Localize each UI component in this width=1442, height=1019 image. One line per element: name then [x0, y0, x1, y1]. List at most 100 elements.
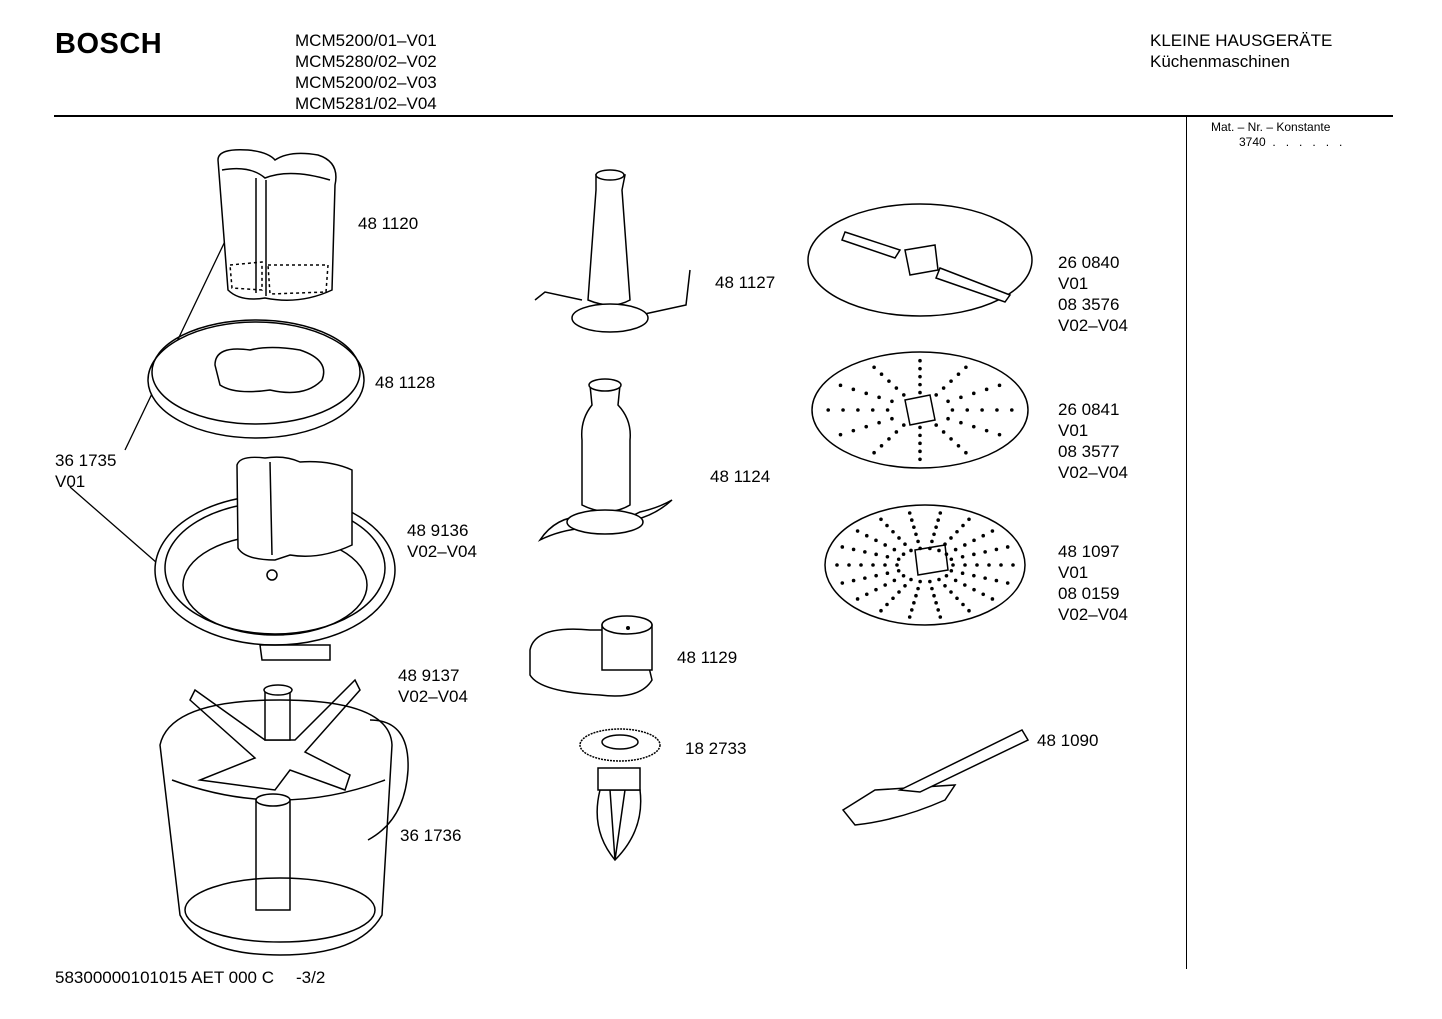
- perforation-dot: [912, 525, 916, 529]
- perforation-dot: [961, 523, 965, 528]
- perforation-dot: [918, 390, 922, 395]
- perforation-dot: [859, 563, 863, 567]
- perforation-dot: [944, 573, 949, 578]
- perforation-dot: [863, 550, 867, 554]
- perforation-dot: [972, 587, 976, 592]
- perforation-dot: [965, 408, 970, 412]
- perforation-dot: [838, 383, 843, 388]
- perforation-dot: [887, 437, 891, 441]
- part-label: 48 1090: [1037, 730, 1098, 751]
- category-block: KLEINE HAUSGERÄTE Küchenmaschinen: [1150, 30, 1332, 72]
- perforation-dot: [990, 529, 995, 533]
- grating-disc-illustration: [824, 504, 1026, 626]
- perforation-dot: [983, 550, 987, 554]
- perforation-dot: [930, 586, 934, 591]
- perforation-dot: [960, 571, 965, 576]
- perforation-dot: [907, 511, 912, 515]
- perforation-dot: [838, 432, 843, 437]
- perforation-dot: [983, 576, 987, 580]
- perforation-dot: [963, 543, 967, 547]
- perforation-dot: [941, 386, 946, 390]
- part-number: 08 0159: [1058, 584, 1120, 603]
- perforation-dot: [907, 615, 912, 619]
- perforation-dot: [943, 542, 947, 547]
- perforation-dot: [949, 536, 953, 540]
- perforation-dot: [894, 430, 899, 434]
- model-number: MCM5280/02–V02: [295, 52, 437, 71]
- perforation-dot: [863, 576, 867, 580]
- perforation-dot: [960, 554, 965, 559]
- perforation-dot: [879, 608, 883, 613]
- part-label: 48 9136 V02–V04: [407, 520, 477, 562]
- perforation-dot: [864, 424, 869, 429]
- perforation-dot: [918, 441, 922, 446]
- perforation-dot: [918, 425, 922, 430]
- perforation-dot: [883, 563, 887, 567]
- part-label: 48 1097 V01 08 0159 V02–V04: [1058, 541, 1128, 625]
- part-label: 48 1128: [375, 372, 435, 393]
- perforation-dot: [936, 608, 940, 612]
- perforation-dot: [903, 542, 907, 547]
- perforation-dot: [955, 529, 959, 534]
- perforation-dot: [879, 372, 884, 377]
- perforation-dot: [918, 374, 922, 379]
- perforation-dot: [909, 577, 913, 582]
- part-label: 48 1129: [677, 647, 737, 668]
- perforation-dot: [897, 590, 901, 594]
- part-label: 48 9137 V02–V04: [398, 665, 468, 707]
- document-number: 58300000101015 AET 000 C: [55, 968, 274, 987]
- perforation-dot: [874, 587, 878, 592]
- model-number: MCM5200/01–V01: [295, 31, 437, 50]
- perforation-dot: [885, 602, 889, 607]
- perforation-dot: [946, 416, 950, 421]
- perforation-dot: [914, 593, 918, 598]
- part-number: 48 1120: [358, 214, 419, 233]
- perforation-dot: [890, 416, 894, 421]
- perforation-dot: [938, 615, 943, 619]
- perforation-dot: [896, 568, 901, 573]
- perforation-dot: [930, 539, 934, 544]
- part-number: 18 2733: [685, 739, 747, 758]
- perforation-dot: [901, 552, 906, 557]
- perforation-dot: [918, 579, 922, 584]
- perforation-dot: [883, 543, 887, 547]
- part-number: 36 1735: [55, 451, 117, 470]
- part-number: 48 1097: [1058, 542, 1120, 561]
- perforation-dot: [936, 518, 940, 522]
- part-variant: V02–V04: [407, 542, 477, 561]
- brand-logo: BOSCH: [55, 28, 163, 60]
- perforation-dot: [918, 382, 922, 387]
- perforation-dot: [1010, 408, 1014, 412]
- perforation-dot: [851, 547, 856, 552]
- perforation-dot: [949, 590, 953, 594]
- perforation-dot: [934, 525, 938, 529]
- perforation-dot: [872, 365, 876, 370]
- mat-constant: 3740: [1239, 135, 1266, 149]
- perforation-dot: [972, 538, 976, 543]
- perforation-dot: [955, 596, 959, 601]
- part-variant: V01: [1058, 421, 1089, 440]
- perforation-dot: [840, 545, 845, 549]
- perforation-dot: [885, 408, 890, 412]
- part-label: 48 1120: [358, 213, 418, 234]
- perforation-dot: [961, 602, 965, 607]
- perforation-dot: [981, 533, 986, 538]
- perforation-dot: [987, 563, 991, 567]
- perforation-dot: [959, 420, 963, 425]
- perforation-dot: [946, 399, 950, 404]
- mat-nr-heading: Mat. – Nr. – Konstante: [1211, 120, 1331, 134]
- perforation-dot: [901, 573, 906, 578]
- perforation-dot: [972, 573, 976, 578]
- perforation-dot: [871, 563, 875, 567]
- perforation-dot: [959, 395, 963, 400]
- perforation-dot: [877, 395, 881, 400]
- mat-constant-dots: . . . . . .: [1272, 135, 1343, 149]
- model-number: MCM5200/02–V03: [295, 73, 437, 92]
- perforation-dot: [980, 408, 984, 412]
- perforation-dot: [963, 583, 967, 587]
- perforation-dot: [994, 547, 999, 552]
- perforation-dot: [896, 557, 901, 562]
- page-number: -3/2: [296, 968, 326, 987]
- part-variant: V01: [1058, 563, 1089, 582]
- pusher-lid-illustration: [147, 319, 365, 439]
